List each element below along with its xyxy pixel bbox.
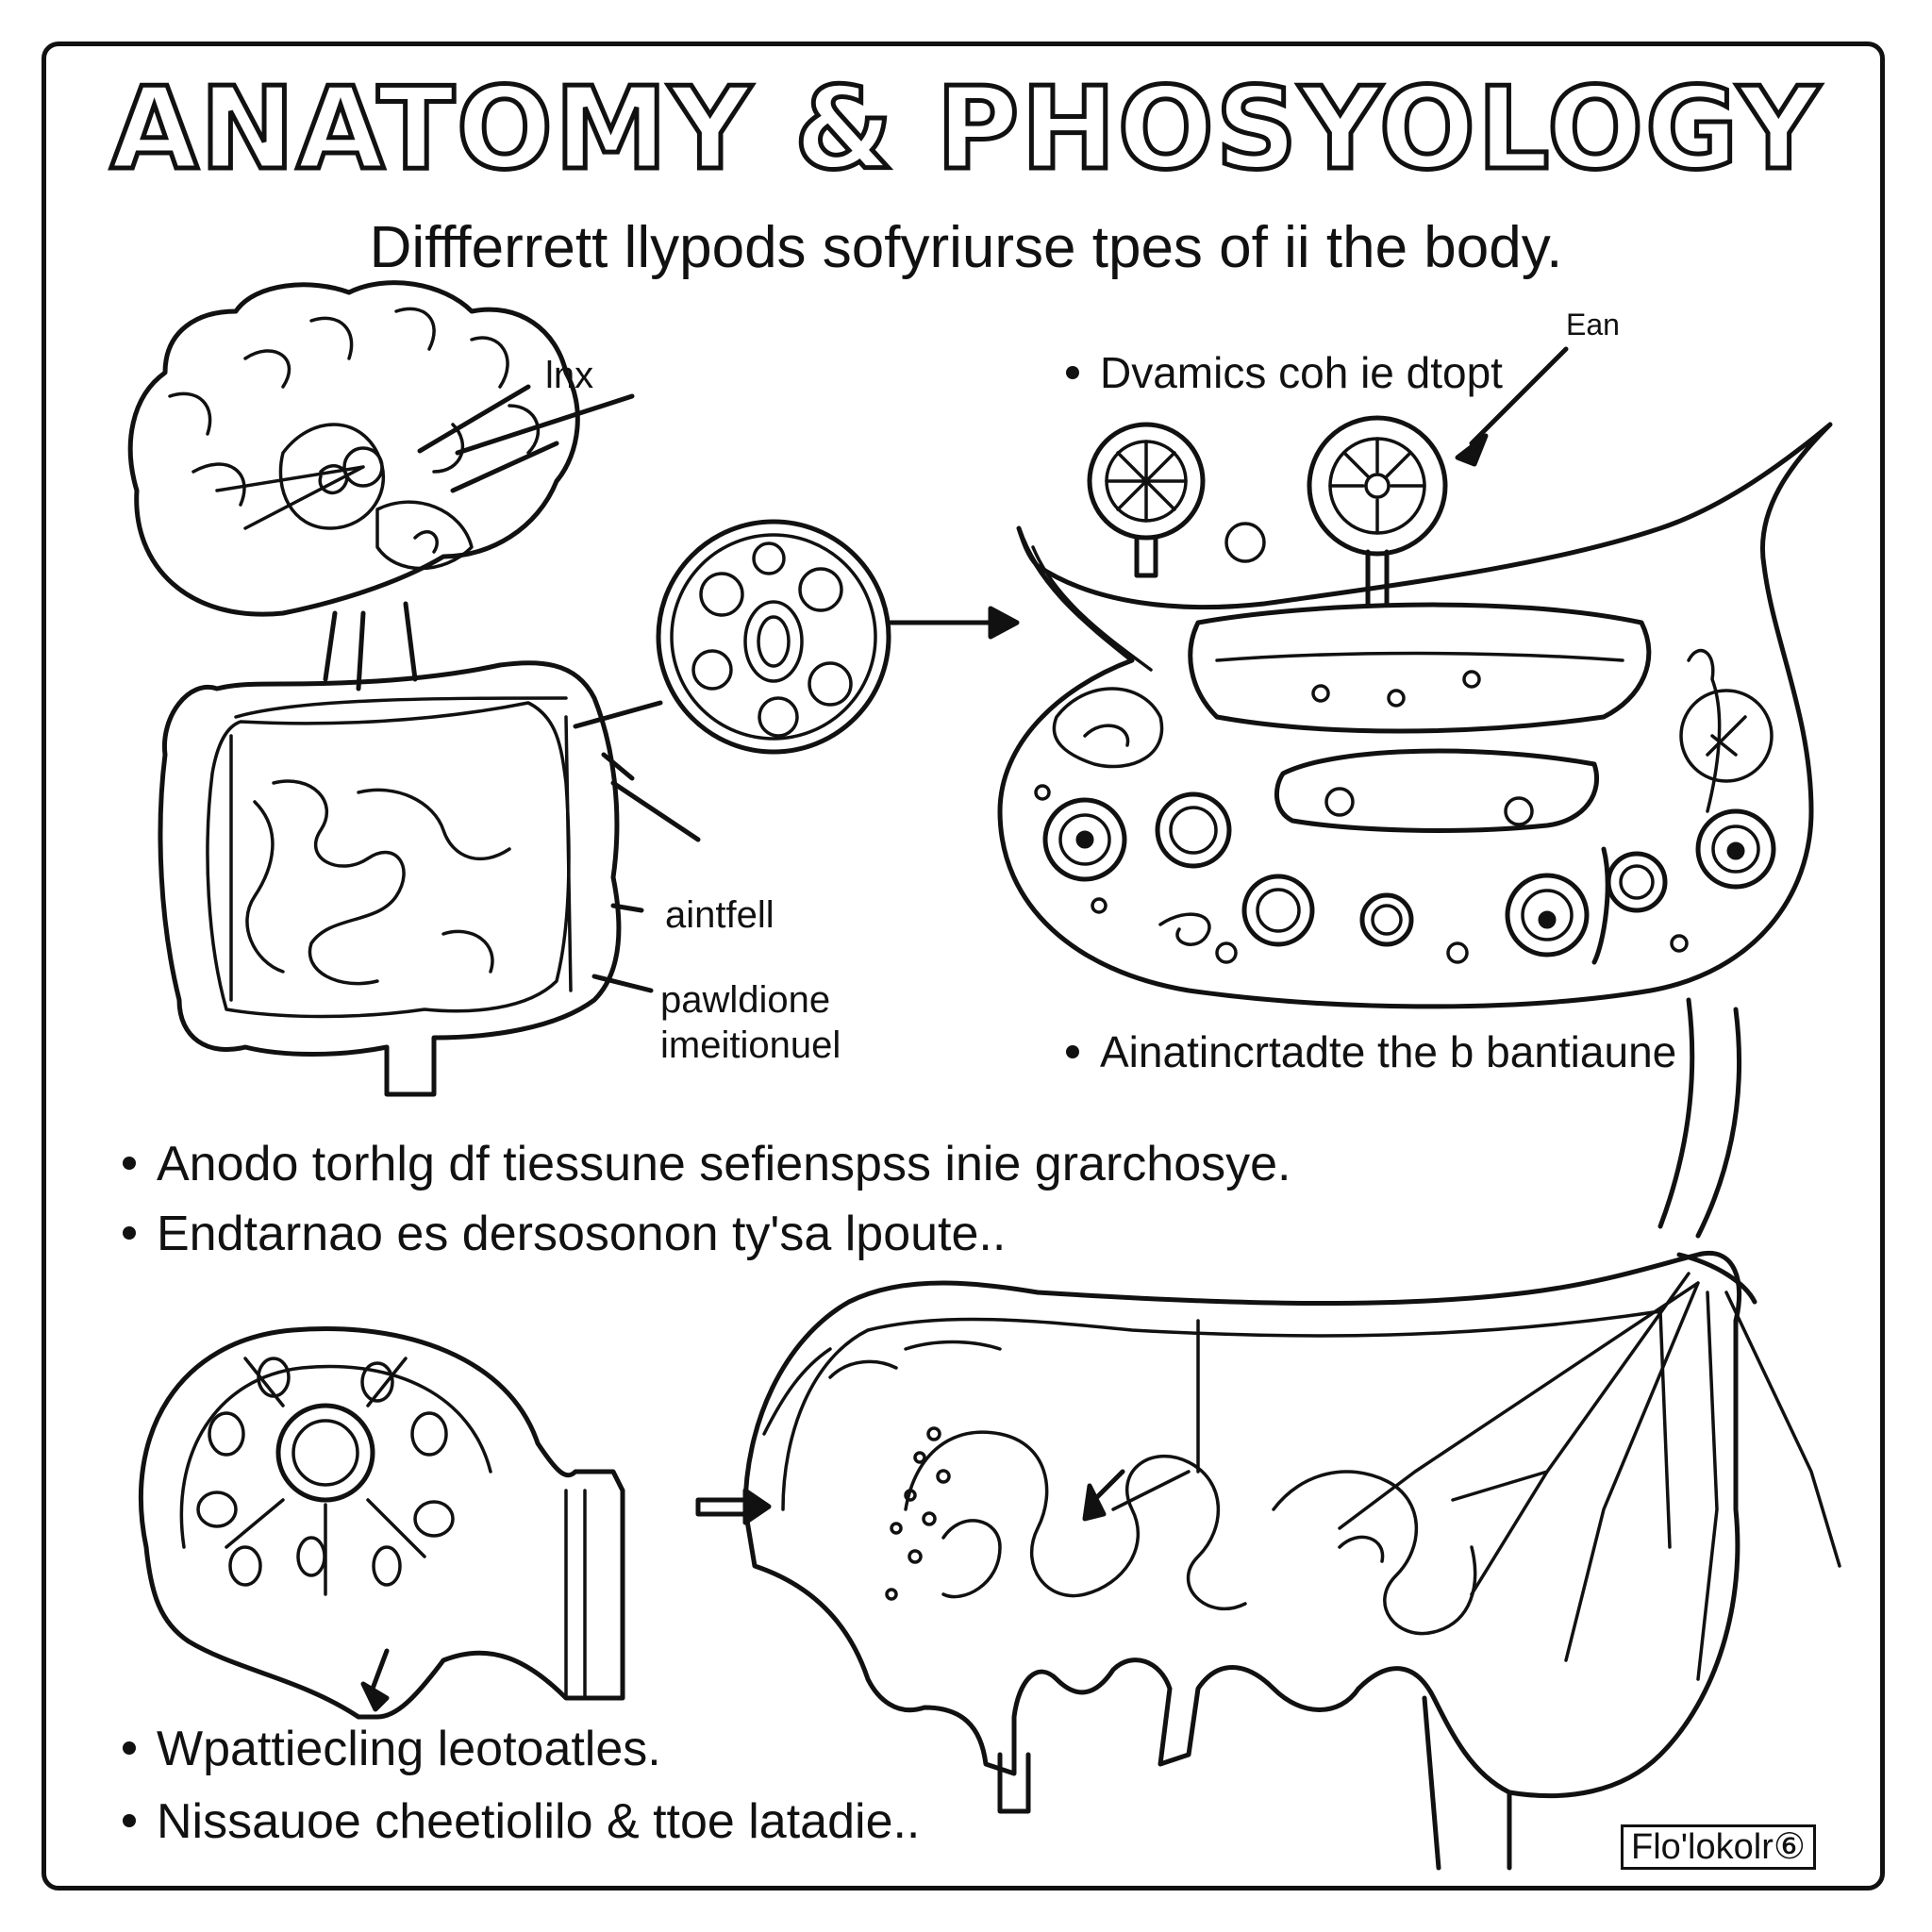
bullet-middle-2: Endtarnao es dersosonon ty'sa lpoute.. [123,1209,1006,1258]
page-frame [42,42,1885,1890]
signature-text: Flo'lokolr [1631,1827,1774,1867]
label-intestine-2b: imeitionuel [660,1024,841,1066]
bullet-dot [123,1741,136,1756]
magnified-tissue-circle [656,519,1020,755]
artist-signature: Flo'lokolr⑥ [1621,1824,1816,1870]
bullet-text: Ainatincrtadte the b bantiaune [1100,1027,1677,1076]
bullet-bottom-1: Wpattiecling leotoatles. [123,1724,661,1774]
label-brain: lnx [545,355,594,396]
bullet-dot [123,1814,136,1828]
brain-drawing [127,280,635,691]
bullet-text: Dvamics coh ie dtopt [1100,348,1503,397]
bullet-text: Anodo torhlg df tiessune sefienspss inie… [157,1137,1291,1191]
bullet-middle-1: Anodo torhlg df tiessune sefienspss inie… [123,1140,1291,1189]
bullet-bottom-2: Nissauoe cheetiolilo & ttoe latadie.. [123,1797,920,1846]
label-intestine-1: aintfell [665,894,774,936]
page-subtitle: Diffferrett llypods sofyriurse tpes of i… [369,215,1563,280]
bullet-top-right-2: Ainatincrtadte the b bantiaune [1066,1030,1676,1074]
label-intestine-2a: pawldione [660,979,831,1021]
gland-cross-section [138,1326,625,1720]
bullet-text: Wpattiecling leotoatles. [157,1722,661,1776]
bullet-dot [1066,1044,1079,1058]
bullet-dot [1066,365,1079,379]
bullet-dot [123,1226,136,1241]
intestine-drawing-top [158,660,701,1097]
bullet-top-right-1: Dvamics coh ie dtopt [1066,351,1503,394]
bullet-dot [123,1157,136,1171]
label-corner: Ean [1566,308,1620,341]
intestine-drawing-bottom [695,997,1841,1871]
bullet-text: Nissauoe cheetiolilo & ttoe latadie.. [157,1794,921,1849]
signature-mark: ⑥ [1773,1827,1806,1867]
tissue-cross-section [997,346,1833,1009]
page-title: ANATOMY & PHOSYOLOGY [108,64,1823,195]
bullet-text: Endtarnao es dersosonon ty'sa lpoute.. [157,1207,1007,1261]
